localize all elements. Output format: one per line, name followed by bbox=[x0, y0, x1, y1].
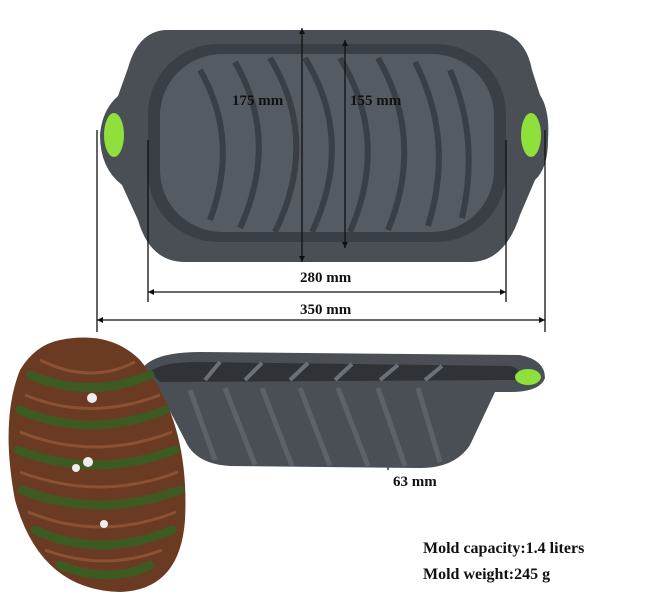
bundt-cake-photo bbox=[8, 337, 186, 592]
right-handle-grip bbox=[521, 113, 541, 157]
inner-length-label: 280 mm bbox=[300, 270, 352, 286]
mold-side-view bbox=[140, 352, 545, 468]
weight-spec: Mold weight:245 g bbox=[423, 566, 551, 583]
left-handle-grip bbox=[104, 113, 124, 157]
mold-top-view bbox=[100, 30, 549, 262]
inner-width-top-label: 175 mm bbox=[232, 93, 284, 109]
inner-width-bottom-label: 155 mm bbox=[350, 93, 402, 109]
overall-length-label: 350 mm bbox=[300, 302, 352, 318]
depth-label: 63 mm bbox=[393, 474, 437, 490]
capacity-spec: Mold capacity:1.4 liters bbox=[423, 540, 585, 557]
